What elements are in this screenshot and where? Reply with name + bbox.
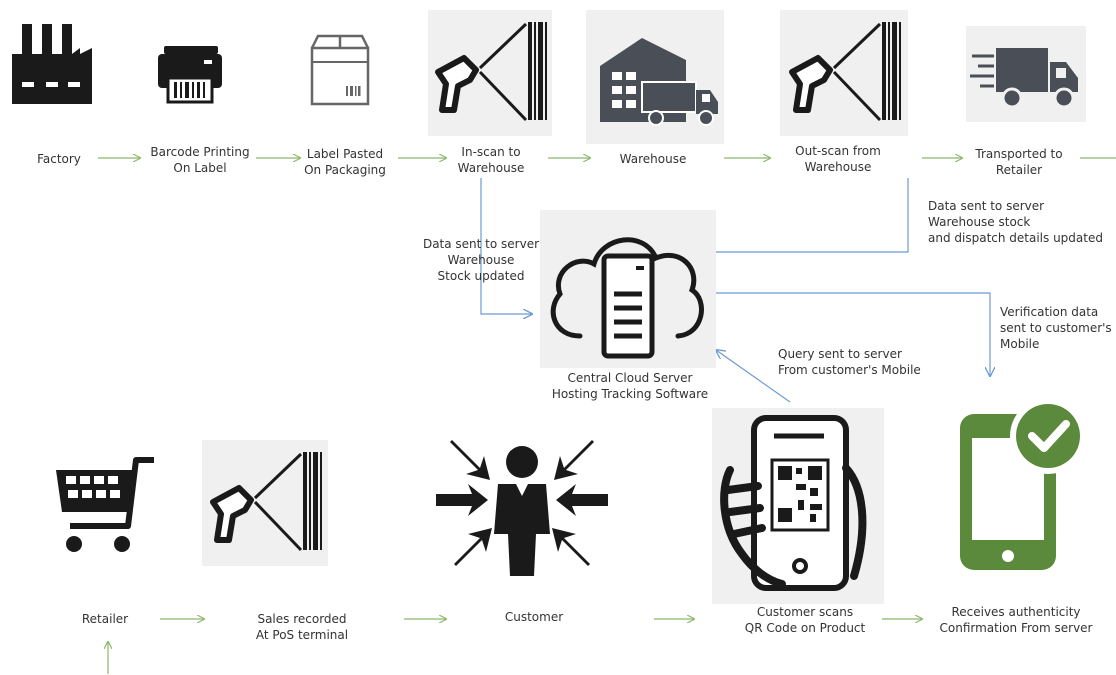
warehouse-label: Warehouse (619, 152, 687, 166)
outscan-data-note: Data sent to server Warehouse stock and … (928, 199, 1103, 245)
query-data-note: Query sent to server From customer's Mob… (778, 347, 921, 377)
delivery-truck-icon (966, 26, 1086, 122)
transported-label: Transported to Retailer (975, 147, 1063, 177)
verified-phone-icon (950, 392, 1096, 578)
inscan-label: In-scan to Warehouse (457, 145, 525, 175)
barcode-scanner-icon (202, 440, 328, 566)
cloud-server-icon (540, 210, 716, 368)
customer-person-icon (432, 426, 612, 582)
inscan-data-note: Data sent to server Warehouse Stock upda… (422, 237, 540, 283)
data-line-outscan-to-server (698, 178, 909, 252)
cloud-server-label: Central Cloud Server Hosting Tracking So… (551, 371, 709, 401)
barcode-scanner-icon (428, 10, 552, 136)
outscan-label: Out-scan from Warehouse (795, 144, 881, 174)
factory-icon (8, 14, 96, 110)
sales-recorded-label: Sales recorded At PoS terminal (255, 612, 349, 642)
customer-label: Customer (504, 610, 564, 624)
verification-data-note: Verification data sent to customer's Mob… (1000, 305, 1112, 351)
barcode-printing-label: Barcode Printing On Label (150, 145, 250, 175)
package-box-icon (298, 28, 382, 112)
label-pasted-label: Label Pasted On Packaging (304, 147, 386, 177)
barcode-scanner-icon (780, 10, 908, 136)
retailer-label: Retailer (81, 612, 129, 626)
qr-scan-phone-icon (712, 408, 884, 604)
printer-icon (148, 30, 232, 110)
shopping-cart-icon (48, 452, 160, 556)
warehouse-truck-icon (586, 10, 724, 144)
receives-confirmation-label: Receives authenticity Confirmation From … (939, 605, 1093, 635)
customer-scans-label: Customer scans QR Code on Product (744, 605, 866, 635)
factory-label: Factory (37, 152, 81, 166)
